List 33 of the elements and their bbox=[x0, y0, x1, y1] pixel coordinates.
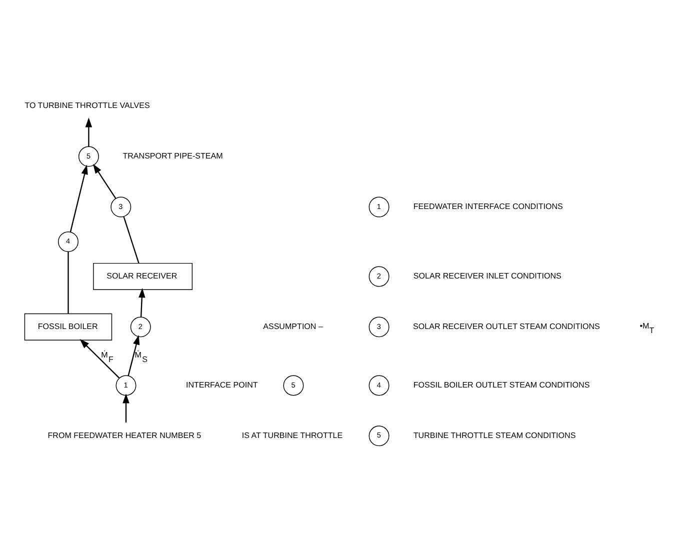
node-circle: 5 bbox=[78, 146, 99, 166]
arrow bbox=[85, 117, 92, 146]
node-circle: 2 bbox=[130, 316, 151, 337]
arrow bbox=[93, 163, 116, 198]
node-box: SOLAR RECEIVER bbox=[93, 262, 193, 290]
arrow bbox=[122, 393, 130, 422]
node-label: FEEDWATER INTERFACE CONDITIONS bbox=[413, 202, 563, 211]
arrow bbox=[128, 334, 140, 376]
node-label: FOSSIL BOILER OUTLET STEAM CONDITIONS bbox=[413, 380, 590, 389]
label: INTERFACE POINT bbox=[186, 380, 258, 389]
node-circle: 3 bbox=[110, 196, 132, 217]
node-label: TURBINE THROTTLE STEAM CONDITIONS bbox=[413, 430, 576, 440]
label: TRANSPORT PIPE-STEAM bbox=[122, 151, 223, 160]
connector bbox=[68, 251, 69, 313]
node-circle: 5 bbox=[283, 374, 304, 396]
arrow bbox=[70, 164, 88, 232]
node-circle: 3 bbox=[368, 316, 390, 337]
node-text: FROM FEEDWATER HEATER NUMBER 5 bbox=[48, 430, 202, 440]
node-box: FOSSIL BOILER bbox=[24, 312, 112, 340]
node-circle: 1 bbox=[116, 374, 136, 396]
node-text: TO TURBINE THROTTLE VALVES bbox=[24, 100, 150, 110]
node-circle: 1 bbox=[368, 196, 390, 217]
node-circle: 4 bbox=[368, 374, 390, 396]
node-circle: 2 bbox=[368, 266, 390, 286]
node-label: SOLAR RECEIVER OUTLET STEAM CONDITIONS bbox=[413, 321, 600, 330]
node-label: SOLAR RECEIVER INLET CONDITIONS bbox=[413, 271, 562, 280]
label: IS AT TURBINE THROTTLE bbox=[242, 430, 343, 440]
node-circle: 4 bbox=[58, 231, 78, 252]
label: ASSUMPTION – bbox=[263, 321, 323, 330]
arrow bbox=[138, 287, 146, 317]
connector bbox=[123, 216, 140, 263]
node-circle: 5 bbox=[368, 425, 390, 446]
arrow bbox=[80, 338, 120, 378]
